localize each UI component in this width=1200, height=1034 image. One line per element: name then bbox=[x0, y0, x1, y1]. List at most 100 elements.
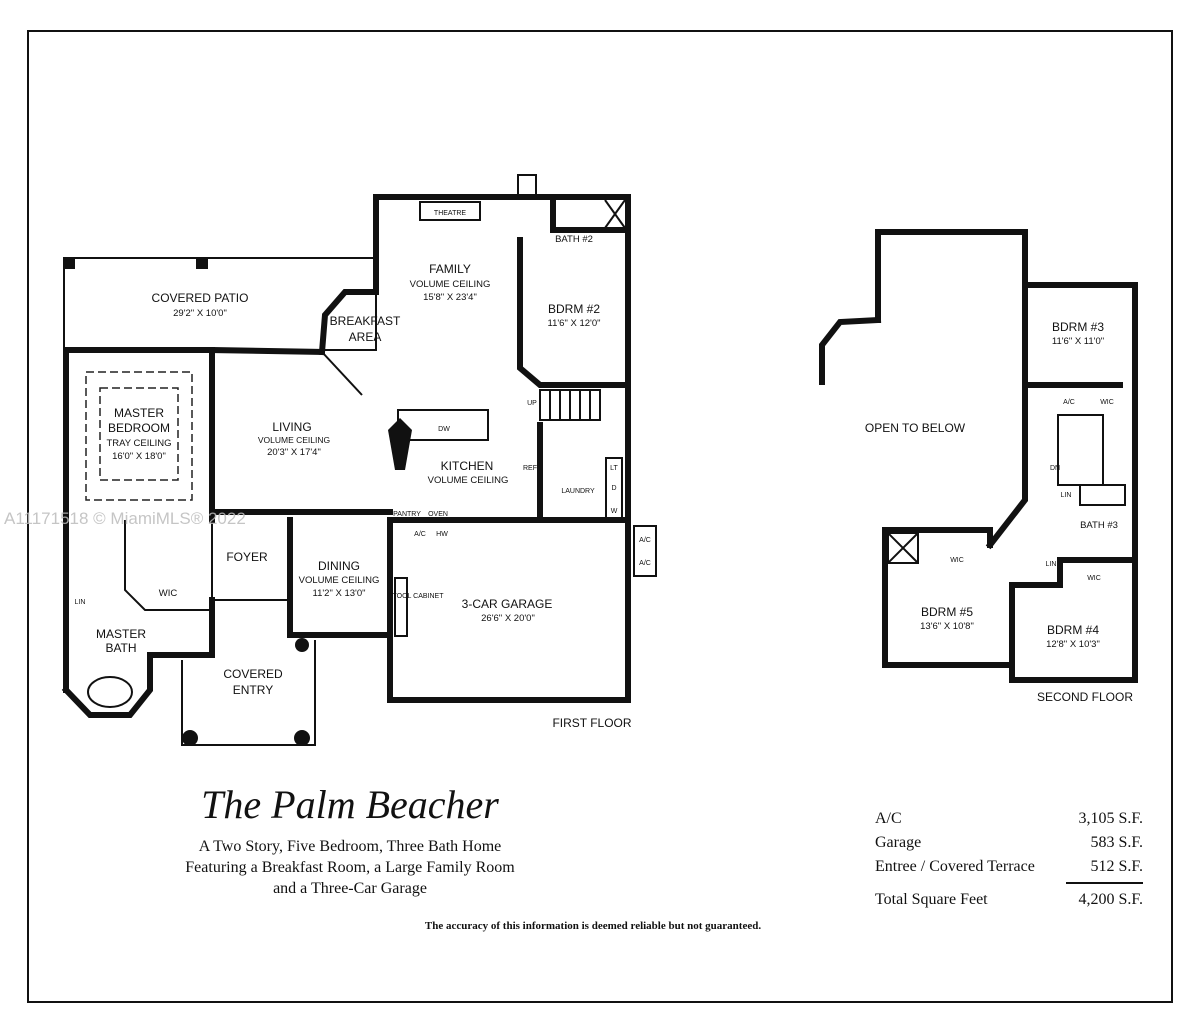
dw-label: DW bbox=[438, 426, 450, 433]
bdrm4-label: BDRM #4 bbox=[1047, 623, 1099, 637]
wic-wall bbox=[124, 520, 212, 611]
theatre-label: THEATRE bbox=[434, 210, 466, 217]
area-label: Entree / Covered Terrace bbox=[875, 858, 1035, 875]
second-floor-label: SECOND FLOOR bbox=[1037, 690, 1133, 704]
entry-column bbox=[295, 638, 309, 652]
dining-wall bbox=[287, 517, 393, 638]
void-cross bbox=[887, 532, 919, 564]
area-label: Garage bbox=[875, 834, 921, 851]
pantry-label: PANTRY bbox=[393, 511, 421, 518]
kitchen-counter bbox=[397, 409, 489, 441]
kitchen-ceiling: VOLUME CEILING bbox=[428, 475, 509, 486]
bdrm3-label: BDRM #3 bbox=[1052, 320, 1104, 334]
disclaimer: The accuracy of this information is deem… bbox=[425, 920, 761, 932]
dining-size: 11'2" X 13'0" bbox=[313, 588, 366, 599]
living-top-wall bbox=[208, 346, 326, 356]
upper-bay-wall bbox=[819, 316, 882, 385]
bath2-label: BATH #2 bbox=[555, 234, 593, 245]
bdrm4-size: 12'8" X 10'3" bbox=[1046, 639, 1100, 650]
living-size: 20'3" X 17'4" bbox=[267, 447, 321, 458]
dining-label: DINING bbox=[318, 559, 360, 573]
upper-lin-label: LIN bbox=[1061, 492, 1072, 499]
bathtub bbox=[87, 676, 133, 708]
bdrm4-top-wall bbox=[1009, 557, 1138, 588]
bdrm5-size: 13'6" X 10'8" bbox=[920, 621, 974, 632]
bdrm3-size: 11'6" X 11'0" bbox=[1052, 336, 1104, 347]
family-label: FAMILY bbox=[429, 262, 471, 276]
master-bedroom-size: 16'0" X 18'0" bbox=[112, 451, 166, 462]
bdrm2-size: 11'6" X 12'0" bbox=[548, 318, 601, 329]
chimney bbox=[517, 174, 537, 198]
area-value: 512 S.F. bbox=[1090, 858, 1143, 875]
upper-lin-label-2: LIN bbox=[1046, 561, 1057, 568]
closet-cross bbox=[604, 199, 626, 229]
description-line: and a Three-Car Garage bbox=[273, 880, 427, 897]
garage-wall bbox=[387, 517, 631, 703]
area-label: A/C bbox=[875, 810, 902, 827]
washer-label: W bbox=[611, 508, 618, 515]
description-line: Featuring a Breakfast Room, a Large Fami… bbox=[185, 859, 515, 876]
ac-label: A/C bbox=[414, 531, 426, 538]
first-floor-plan bbox=[61, 174, 657, 746]
tray-ceiling-outer bbox=[85, 371, 193, 501]
family-wall bbox=[373, 194, 631, 528]
covered-entry-label: COVERED bbox=[223, 667, 283, 681]
bdrm4-wic-label: WIC bbox=[1087, 575, 1101, 582]
covered-patio-label: COVERED PATIO bbox=[152, 291, 249, 305]
covered-entry-label-2: ENTRY bbox=[233, 683, 273, 697]
living-label: LIVING bbox=[272, 420, 311, 434]
hw-label: HW bbox=[436, 531, 448, 538]
breakfast-wall bbox=[321, 351, 363, 396]
foyer-label: FOYER bbox=[226, 550, 268, 564]
area-value: 3,105 S.F. bbox=[1078, 810, 1143, 827]
bath3-label: BATH #3 bbox=[1080, 520, 1118, 531]
master-bath-wall bbox=[61, 597, 215, 718]
tray-ceiling-inner bbox=[99, 387, 179, 481]
bath2-wall bbox=[550, 194, 631, 233]
outdoor-ac bbox=[633, 525, 657, 577]
open-below-label: OPEN TO BELOW bbox=[865, 421, 966, 435]
living-ceiling: VOLUME CEILING bbox=[258, 435, 330, 445]
total-value: 4,200 S.F. bbox=[1078, 891, 1143, 908]
tool-cabinet bbox=[394, 577, 408, 637]
fireplace bbox=[388, 418, 412, 470]
master-bedroom-label: MASTER bbox=[114, 406, 164, 420]
bdrm5-wic-label: WIC bbox=[950, 557, 964, 564]
wic-label: WIC bbox=[159, 588, 178, 599]
ref-label: REF bbox=[523, 465, 537, 472]
plan-title: The Palm Beacher bbox=[201, 782, 499, 827]
lin-label: LIN bbox=[75, 599, 86, 606]
upper-ac-label: A/C bbox=[1063, 399, 1075, 406]
room-labels: COVERED PATIO 29'2" X 10'0" THEATRE FAMI… bbox=[75, 210, 1134, 730]
dryer-label: D bbox=[611, 485, 616, 492]
description-line: A Two Story, Five Bedroom, Three Bath Ho… bbox=[199, 838, 502, 855]
outdoor-ac-label-2: A/C bbox=[639, 560, 651, 567]
laundry-label: LAUNDRY bbox=[561, 488, 595, 495]
page-border bbox=[27, 30, 1173, 1003]
master-bath-label: MASTER bbox=[96, 627, 146, 641]
covered-entry-outline bbox=[181, 640, 316, 746]
patio-post bbox=[196, 257, 208, 269]
patio-post bbox=[63, 257, 75, 269]
family-size: 15'8" X 23'4" bbox=[423, 292, 477, 303]
watermark: A11171518 © MiamiMLS® 2022 bbox=[4, 509, 246, 528]
bdrm5-label: BDRM #5 bbox=[921, 605, 973, 619]
dn-label: DN bbox=[1050, 465, 1060, 472]
lt-label: LT bbox=[610, 465, 618, 472]
upper-stairs bbox=[1057, 414, 1104, 486]
master-bedroom-wall bbox=[63, 347, 215, 523]
bdrm5-wall bbox=[882, 527, 1015, 668]
dining-ceiling: VOLUME CEILING bbox=[299, 575, 380, 586]
stair-treads bbox=[549, 390, 591, 420]
area-table: A/C 3,105 S.F. Garage 583 S.F. Entree / … bbox=[875, 810, 1143, 908]
entry-column bbox=[182, 730, 198, 746]
breakfast-bay-wall bbox=[318, 289, 379, 356]
theatre-unit bbox=[419, 201, 481, 221]
breakfast-label: BREAKFAST bbox=[330, 314, 401, 328]
master-bedroom-label-2: BEDROOM bbox=[108, 421, 170, 435]
bdrm2-label: BDRM #2 bbox=[548, 302, 600, 316]
master-bath-label-2: BATH bbox=[105, 641, 136, 655]
garage-size: 26'6" X 20'0" bbox=[481, 613, 535, 624]
upper-east-wall bbox=[1009, 282, 1138, 683]
